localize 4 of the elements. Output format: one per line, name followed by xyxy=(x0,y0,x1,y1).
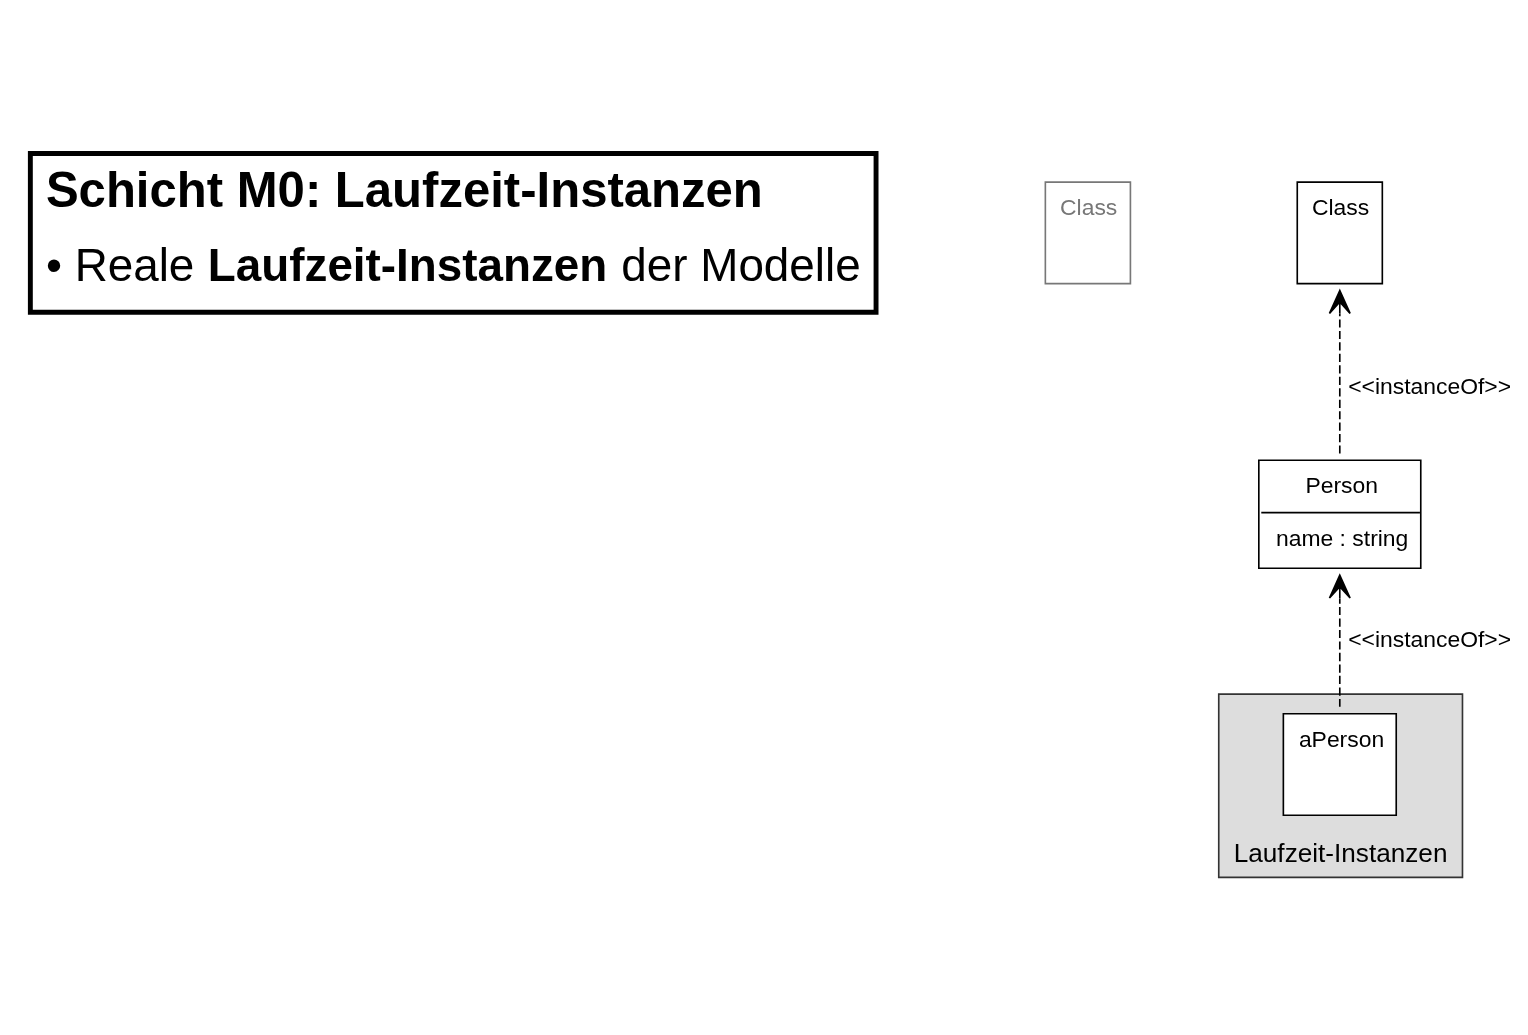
edge-label: <<instanceOf>> xyxy=(1348,372,1512,399)
arrow xyxy=(1328,574,1351,708)
arrow xyxy=(1328,289,1351,455)
edge-label: <<instanceOf>> xyxy=(1348,626,1512,653)
